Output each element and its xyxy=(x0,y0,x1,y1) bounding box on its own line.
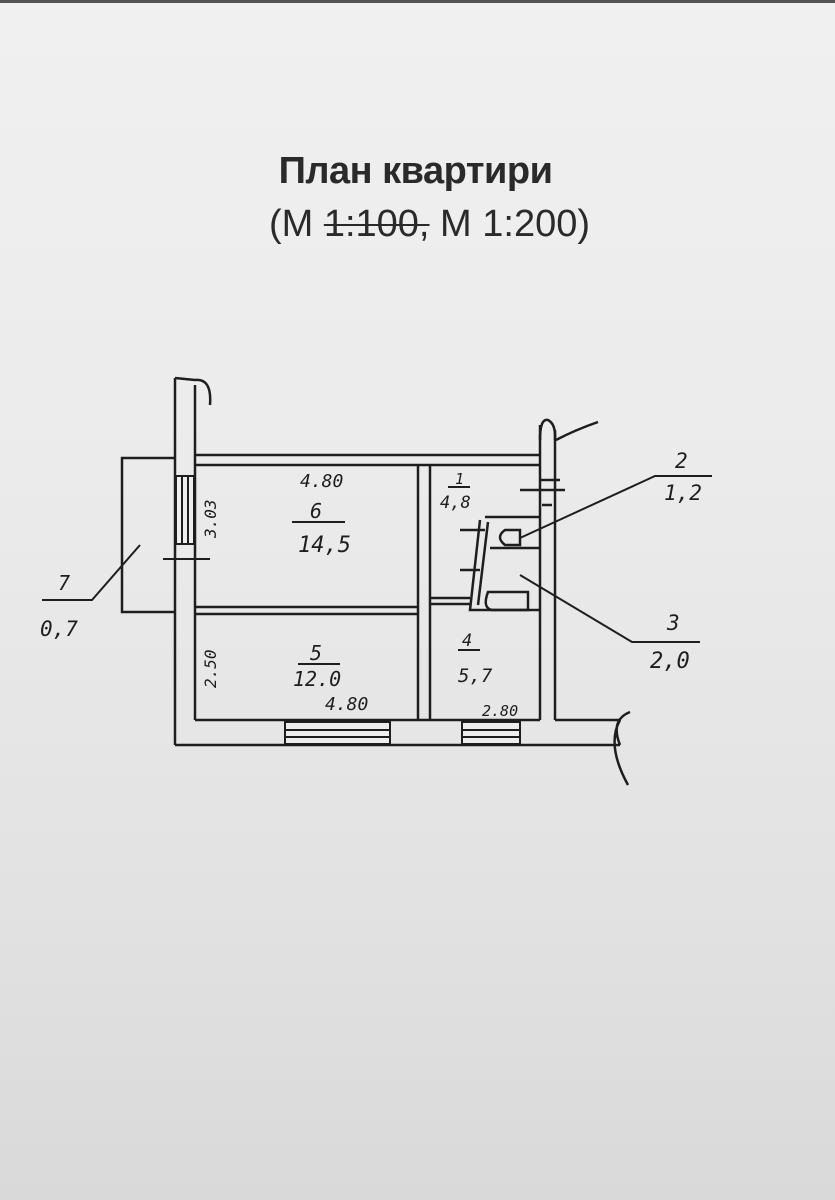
room4-width: 2.80 xyxy=(482,702,518,720)
room1-number: 1 xyxy=(455,470,464,488)
window-bottom-2 xyxy=(461,721,521,745)
room7-number: 7 xyxy=(58,571,70,595)
room5-depth: 2.50 xyxy=(201,649,220,688)
windows xyxy=(163,475,521,745)
paper-edge xyxy=(0,0,835,3)
window-bottom-1 xyxy=(284,721,391,745)
room3-area: 2,0 xyxy=(650,649,690,674)
plan-scale: (М 1:100, М 1:200) xyxy=(12,203,835,246)
walls xyxy=(120,376,631,786)
room6-width: 4.80 xyxy=(300,471,343,492)
room2-area: 1,2 xyxy=(664,481,702,505)
room5-number: 5 xyxy=(310,641,322,665)
room4-area: 5,7 xyxy=(458,665,493,687)
room5-width: 4.80 xyxy=(325,694,368,715)
room6-depth: 3.03 xyxy=(201,499,220,539)
room4-number: 4 xyxy=(462,631,472,651)
room3-number: 3 xyxy=(666,611,680,635)
plan-title: План квартири xyxy=(278,150,553,192)
scale-current: М 1:200) xyxy=(429,203,591,245)
room6-area: 14,5 xyxy=(298,533,351,558)
room1-area: 4,8 xyxy=(440,493,471,513)
room2-number: 2 xyxy=(675,449,688,473)
leader-lines xyxy=(42,475,712,665)
scale-struck: 1:100, xyxy=(323,203,430,245)
room5-area: 12.0 xyxy=(293,667,341,691)
room7-area: 0,7 xyxy=(40,617,78,641)
room6-number: 6 xyxy=(310,499,322,523)
window-left xyxy=(175,475,195,545)
scale-open: (М xyxy=(268,203,324,245)
